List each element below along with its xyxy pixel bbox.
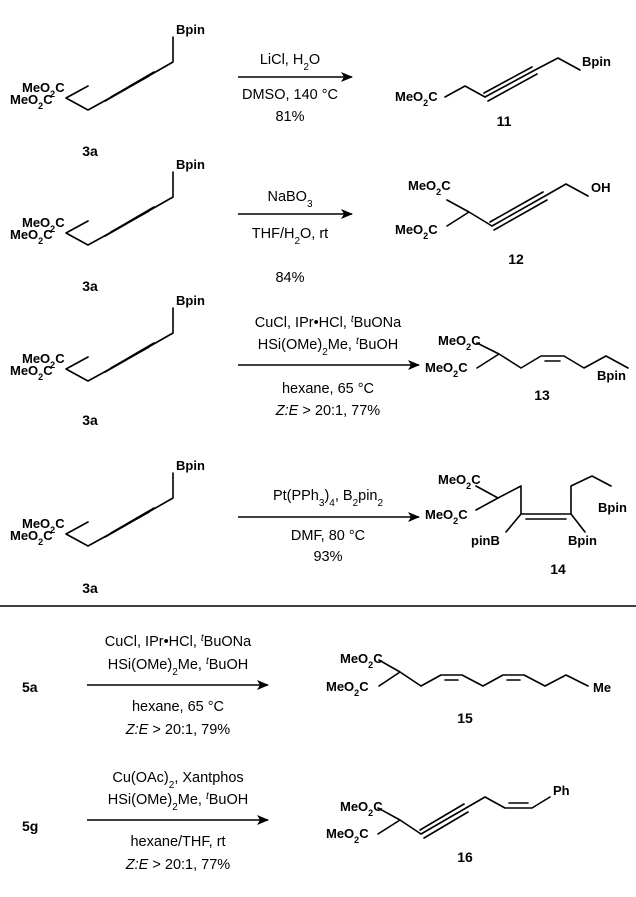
reactant-label: 3a: [82, 580, 98, 596]
product-14-structure: MeO2C MeO2C pinB Bpin Bpin: [425, 472, 627, 548]
ester-group: MeO2C: [10, 528, 53, 547]
ester-group: MeO2C: [22, 516, 65, 535]
ester-group: MeO2C: [10, 363, 53, 382]
condition-line: hexane, 65 °C: [282, 381, 374, 397]
product-11-structure: MeO2C Bpin: [395, 54, 611, 108]
ester-group: MeO2C: [22, 351, 65, 370]
methyl-group: Me: [593, 680, 611, 695]
ester-group: MeO2C: [438, 472, 481, 491]
row-1: MeO2C MeO2C Bpin 3a LiCl, H2O DMSO, 140 …: [10, 22, 611, 159]
reactant-3a-structure: MeO2C MeO2C Bpin: [10, 458, 205, 547]
reactant-3a-structure: MeO2C MeO2C Bpin: [10, 22, 205, 111]
reactant-label: 3a: [82, 412, 98, 428]
phenyl-group: Ph: [553, 783, 570, 798]
ester-group: MeO2C: [340, 799, 383, 818]
reactant-label: 3a: [82, 143, 98, 159]
product-13-structure: MeO2C MeO2C Bpin: [425, 333, 629, 383]
reactant-3a-structure: MeO2C MeO2C Bpin: [10, 157, 205, 246]
ester-group: MeO2C: [22, 215, 65, 234]
bpin-group: Bpin: [176, 293, 205, 308]
row-3: MeO2C MeO2C Bpin 3a CuCl, IPr•HCl, tBuON…: [10, 293, 629, 428]
product-16-structure: MeO2C MeO2C Ph: [326, 783, 570, 845]
product-label: 16: [457, 849, 473, 865]
product-label: 13: [534, 387, 550, 403]
bpin-group: Bpin: [176, 157, 205, 172]
bpin-group: Bpin: [176, 22, 205, 37]
row-2: MeO2C MeO2C Bpin 3a NaBO3 THF/H2O, rt 84…: [10, 157, 611, 294]
condition-line: DMSO, 140 °C: [242, 87, 338, 103]
bpin-group: Bpin: [582, 54, 611, 69]
ester-group: MeO2C: [425, 507, 468, 526]
product-label: 14: [550, 561, 566, 577]
ester-group: MeO2C: [340, 651, 383, 670]
condition-line: 81%: [275, 109, 304, 125]
condition-line: Z:E > 20:1, 79%: [125, 722, 230, 738]
condition-line: HSi(OMe)2Me, tBuOH: [258, 336, 399, 358]
condition-line: CuCl, IPr•HCl, tBuONa: [255, 314, 402, 332]
ester-group: MeO2C: [395, 89, 438, 108]
product-15-structure: MeO2C MeO2C Me: [326, 651, 611, 698]
ester-group: MeO2C: [408, 178, 451, 197]
reactant-3a-structure: MeO2C MeO2C Bpin: [10, 293, 205, 382]
pinb-group: pinB: [471, 533, 500, 548]
product-label: 15: [457, 710, 473, 726]
row-4: MeO2C MeO2C Bpin 3a Pt(PPh3)4, B2pin2 DM…: [10, 458, 627, 596]
ester-group: MeO2C: [425, 360, 468, 379]
condition-line: Pt(PPh3)4, B2pin2: [273, 488, 384, 509]
condition-line: DMF, 80 °C: [291, 528, 365, 544]
reactant-label: 3a: [82, 278, 98, 294]
ester-group: MeO2C: [10, 92, 53, 111]
condition-line: hexane/THF, rt: [130, 834, 225, 850]
ester-group: MeO2C: [438, 333, 481, 352]
product-label: 12: [508, 251, 524, 267]
product-label: 11: [497, 113, 512, 129]
hydroxyl-group: OH: [591, 180, 611, 195]
condition-line: THF/H2O, rt: [252, 226, 328, 247]
condition-line: Z:E > 20:1, 77%: [125, 857, 230, 873]
ester-group: MeO2C: [326, 679, 369, 698]
condition-line: hexane, 65 °C: [132, 699, 224, 715]
product-12-structure: MeO2C MeO2C OH: [395, 178, 611, 241]
bpin-group: Bpin: [568, 533, 597, 548]
bpin-group: Bpin: [597, 368, 626, 383]
ester-group: MeO2C: [10, 227, 53, 246]
condition-line: HSi(OMe)2Me, tBuOH: [108, 656, 249, 678]
condition-line: Z:E > 20:1, 77%: [275, 403, 380, 419]
bpin-group: Bpin: [598, 500, 627, 515]
reactant-label: 5a: [22, 679, 38, 695]
condition-line: NaBO3: [267, 189, 313, 210]
condition-line: LiCl, H2O: [260, 52, 320, 73]
row-6: 5g Cu(OAc)2, Xantphos HSi(OMe)2Me, tBuOH…: [22, 770, 570, 873]
condition-line: 93%: [313, 549, 342, 565]
ester-group: MeO2C: [22, 80, 65, 99]
condition-line: 84%: [275, 270, 304, 286]
bpin-group: Bpin: [176, 458, 205, 473]
row-5: 5a CuCl, IPr•HCl, tBuONa HSi(OMe)2Me, tB…: [22, 633, 611, 739]
condition-line: CuCl, IPr•HCl, tBuONa: [105, 633, 252, 651]
condition-line: Cu(OAc)2, Xantphos: [112, 770, 243, 791]
condition-line: HSi(OMe)2Me, tBuOH: [108, 791, 249, 813]
reactant-label: 5g: [22, 818, 38, 834]
ester-group: MeO2C: [326, 826, 369, 845]
ester-group: MeO2C: [395, 222, 438, 241]
